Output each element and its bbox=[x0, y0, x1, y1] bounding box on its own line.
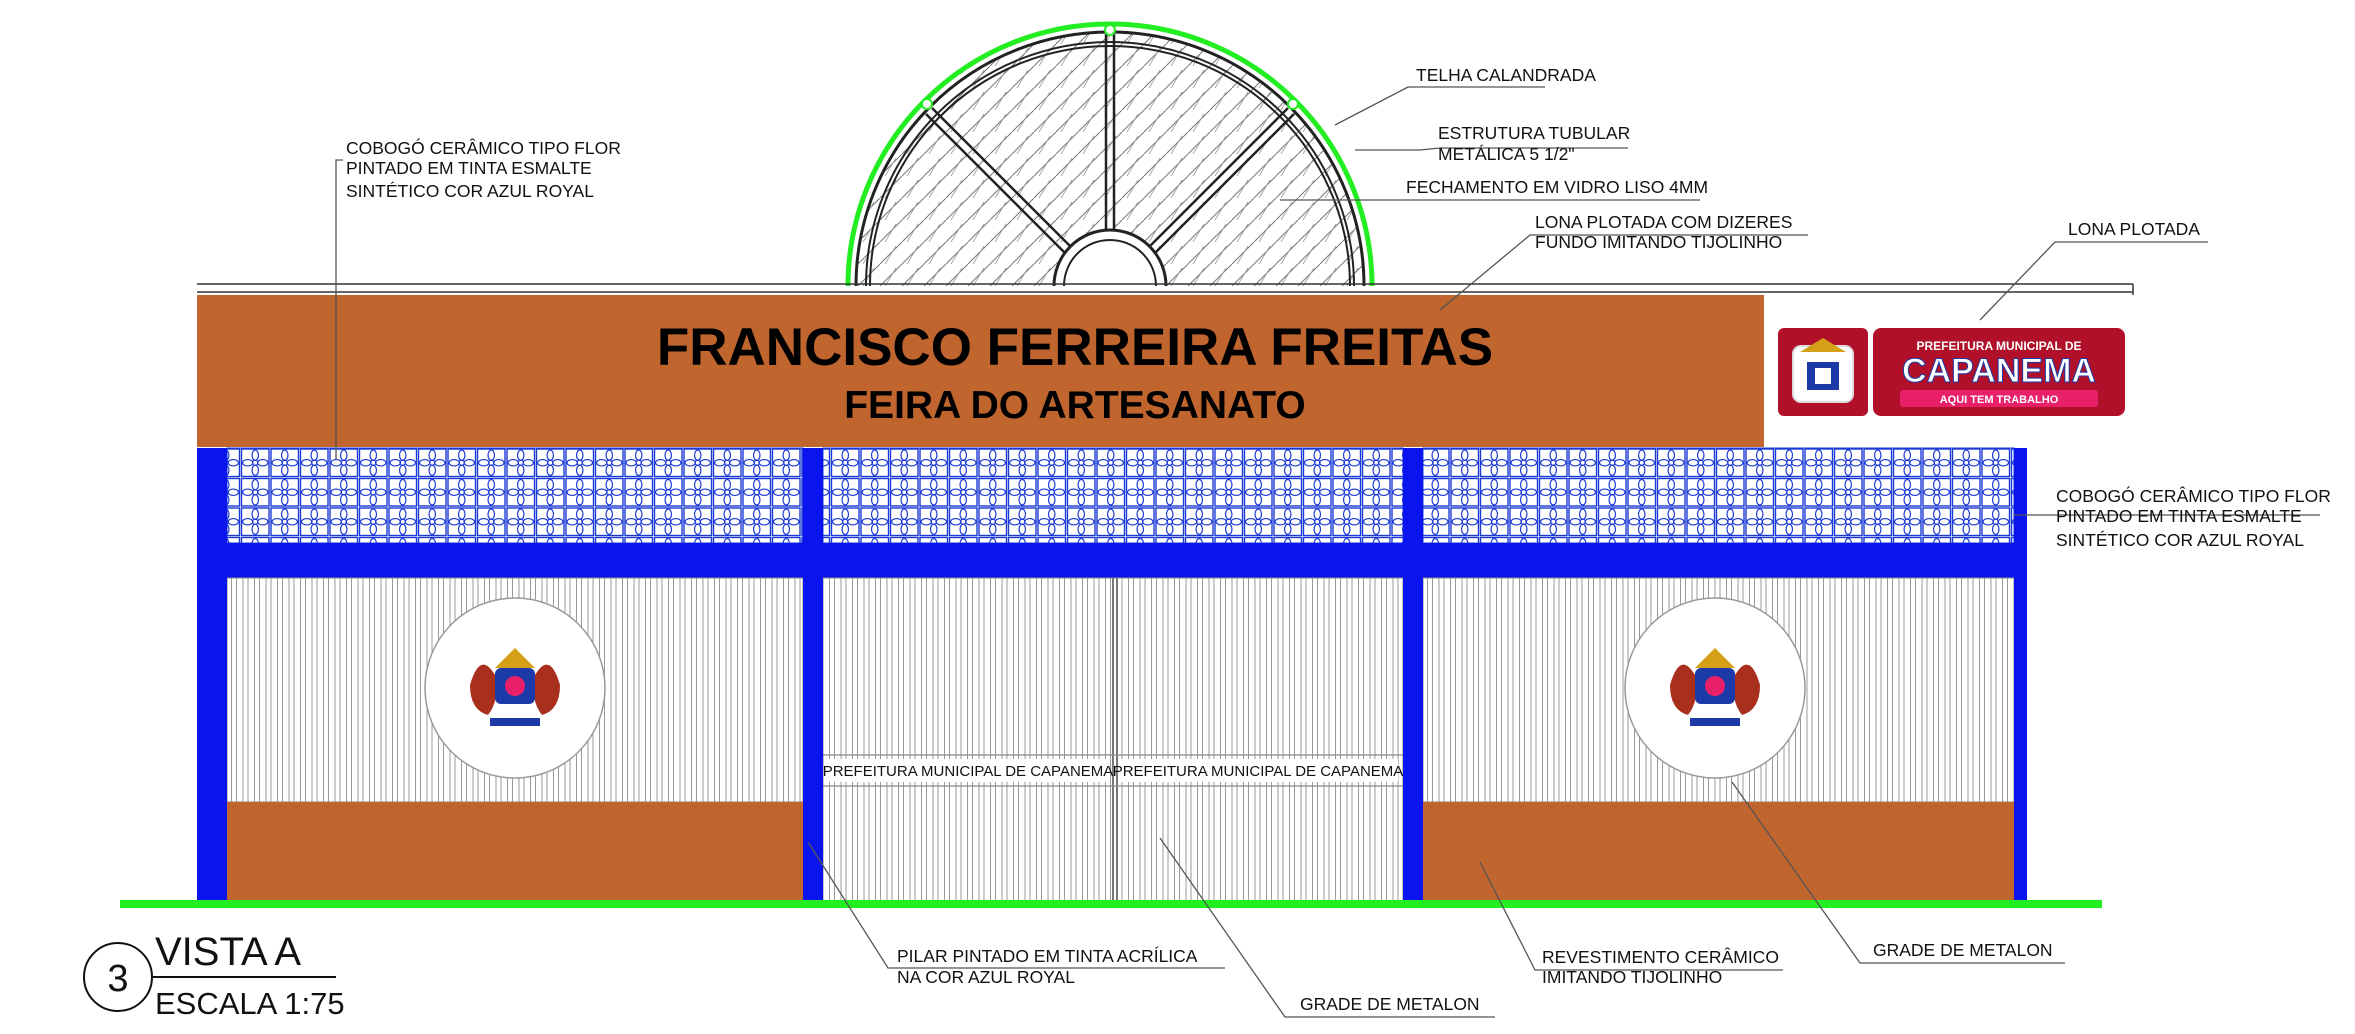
svg-text:REVESTIMENTO CERÂMICO: REVESTIMENTO CERÂMICO bbox=[1542, 947, 1779, 967]
svg-text:METÁLICA 5 1/2": METÁLICA 5 1/2" bbox=[1438, 144, 1575, 164]
svg-text:LONA PLOTADA: LONA PLOTADA bbox=[2068, 219, 2200, 239]
svg-text:PINTADO EM TINTA ESMALTE: PINTADO EM TINTA ESMALTE bbox=[346, 158, 592, 178]
logo-line1: PREFEITURA MUNICIPAL DE bbox=[1916, 339, 2081, 353]
gate-label-right: PREFEITURA MUNICIPAL DE CAPANEMA bbox=[1113, 763, 1404, 780]
cobogo-panel-right bbox=[1422, 447, 2015, 544]
emblem-left bbox=[424, 597, 606, 779]
svg-text:IMITANDO TIJOLINHO: IMITANDO TIJOLINHO bbox=[1542, 967, 1722, 987]
view-title: VISTA A bbox=[155, 930, 301, 974]
annotation-cobogo-right: COBOGÓ CERÂMICO TIPO FLOR PINTADO EM TIN… bbox=[2014, 485, 2331, 550]
annotation-cobogo-left: COBOGÓ CERÂMICO TIPO FLOR PINTADO EM TIN… bbox=[335, 137, 621, 460]
cobogo-panel-left bbox=[226, 447, 804, 544]
brick-wall-right bbox=[1423, 802, 2014, 902]
svg-text:FUNDO IMITANDO TIJOLINHO: FUNDO IMITANDO TIJOLINHO bbox=[1535, 232, 1782, 252]
brick-banner bbox=[197, 295, 1764, 447]
svg-text:SINTÉTICO COR AZUL ROYAL: SINTÉTICO COR AZUL ROYAL bbox=[346, 181, 594, 201]
gate-label-left: PREFEITURA MUNICIPAL DE CAPANEMA bbox=[823, 763, 1114, 780]
facade-structure: PREFEITURA MUNICIPAL DE CAPANEMA PREFEIT… bbox=[197, 447, 2027, 903]
svg-text:COBOGÓ CERÂMICO TIPO FLOR: COBOGÓ CERÂMICO TIPO FLOR bbox=[2056, 485, 2331, 506]
pillar-3 bbox=[1403, 448, 1423, 902]
annotation-pilar: PILAR PINTADO EM TINTA ACRÍLICA NA COR A… bbox=[807, 841, 1225, 987]
svg-text:PILAR PINTADO EM TINTA ACRÍLIC: PILAR PINTADO EM TINTA ACRÍLICA bbox=[897, 946, 1198, 966]
annotation-estrutura: ESTRUTURA TUBULAR METÁLICA 5 1/2" bbox=[1355, 123, 1630, 164]
pillar-2 bbox=[803, 448, 823, 902]
curved-roof bbox=[845, 21, 1375, 286]
gate-left bbox=[822, 577, 1114, 903]
cobogo-panel-center bbox=[822, 447, 1404, 544]
banner-subtitle: FEIRA DO ARTESANATO bbox=[844, 384, 1306, 427]
annotation-grade-right: GRADE DE METALON bbox=[1731, 781, 2065, 964]
annotation-lona-dizeres: LONA PLOTADA COM DIZERES FUNDO IMITANDO … bbox=[1439, 212, 1808, 311]
ground-line bbox=[120, 900, 2102, 908]
svg-text:TELHA CALANDRADA: TELHA CALANDRADA bbox=[1416, 65, 1596, 85]
blue-beam bbox=[197, 543, 2027, 578]
svg-text:SINTÉTICO COR AZUL ROYAL: SINTÉTICO COR AZUL ROYAL bbox=[2056, 530, 2304, 550]
svg-text:FECHAMENTO EM VIDRO LISO 4MM: FECHAMENTO EM VIDRO LISO 4MM bbox=[1406, 177, 1708, 197]
roof-line bbox=[197, 283, 2134, 295]
pillar-1 bbox=[197, 448, 227, 902]
view-title-block: 3 VISTA A ESCALA 1:75 bbox=[83, 930, 345, 1021]
capanema-logo: PREFEITURA MUNICIPAL DE CAPANEMA AQUI TE… bbox=[1778, 328, 2125, 416]
emblem-right bbox=[1624, 597, 1806, 779]
svg-text:LONA PLOTADA COM DIZERES: LONA PLOTADA COM DIZERES bbox=[1535, 212, 1792, 232]
brick-wall-left bbox=[227, 802, 803, 902]
logo-line3: AQUI TEM TRABALHO bbox=[1940, 394, 2059, 406]
logo-line2: CAPANEMA bbox=[1902, 352, 2096, 390]
svg-text:GRADE DE METALON: GRADE DE METALON bbox=[1873, 940, 2053, 960]
banner-title: FRANCISCO FERREIRA FREITAS bbox=[657, 318, 1493, 377]
annotation-revestimento: REVESTIMENTO CERÂMICO IMITANDO TIJOLINHO bbox=[1479, 861, 1783, 987]
view-number: 3 bbox=[107, 958, 128, 1000]
view-scale: ESCALA 1:75 bbox=[155, 986, 345, 1021]
gate-right bbox=[1112, 577, 1404, 903]
annotation-fechamento: FECHAMENTO EM VIDRO LISO 4MM bbox=[1280, 177, 1708, 201]
annotation-telha: TELHA CALANDRADA bbox=[1334, 65, 1596, 126]
pillar-4 bbox=[2014, 448, 2027, 902]
svg-text:ESTRUTURA TUBULAR: ESTRUTURA TUBULAR bbox=[1438, 123, 1630, 143]
svg-text:PINTADO EM TINTA ESMALTE: PINTADO EM TINTA ESMALTE bbox=[2056, 506, 2302, 526]
svg-text:NA COR AZUL ROYAL: NA COR AZUL ROYAL bbox=[897, 967, 1075, 987]
annotation-grade-center: GRADE DE METALON bbox=[1159, 837, 1495, 1018]
annotation-lona: LONA PLOTADA bbox=[1979, 219, 2208, 321]
svg-text:GRADE DE METALON: GRADE DE METALON bbox=[1300, 994, 1480, 1014]
svg-text:COBOGÓ CERÂMICO TIPO FLOR: COBOGÓ CERÂMICO TIPO FLOR bbox=[346, 137, 621, 158]
